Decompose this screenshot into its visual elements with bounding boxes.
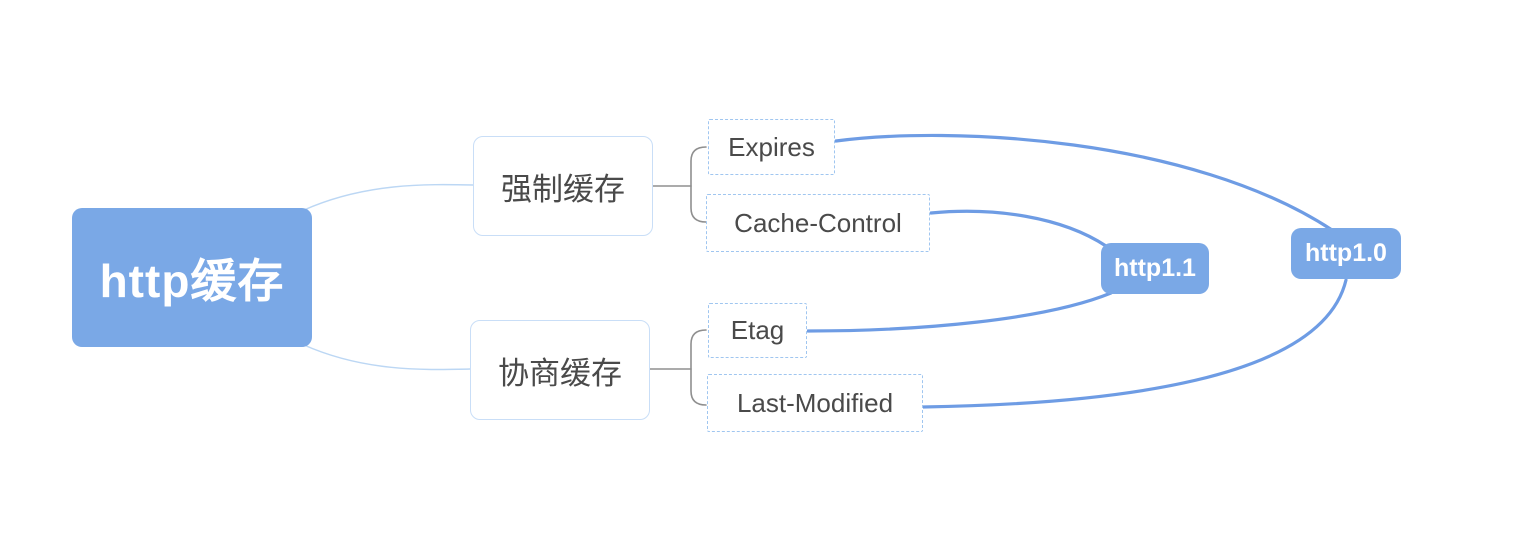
child-node-last-modified[interactable]: Last-Modified	[707, 374, 923, 432]
edge-root-to-forced-cache	[303, 183, 474, 211]
branch-node-label: 强制缓存	[501, 171, 625, 207]
root-node-label: http缓存	[99, 254, 285, 307]
edge-cache-control-to-http11	[929, 209, 1108, 248]
child-node-label: Cache-Control	[734, 207, 902, 238]
branch-node-forced-cache[interactable]: 强制缓存	[473, 136, 653, 236]
branch-node-negotiated-cache[interactable]: 协商缓存	[470, 320, 650, 420]
badge-label: http1.1	[1114, 254, 1196, 282]
edge-root-to-negotiated-cache	[303, 344, 471, 371]
child-node-cache-control[interactable]: Cache-Control	[706, 194, 930, 252]
branch-node-label: 协商缓存	[498, 355, 622, 391]
badge-node-http1-0[interactable]: http1.0	[1291, 228, 1401, 279]
child-node-label: Last-Modified	[736, 387, 894, 418]
badge-label: http1.0	[1305, 239, 1387, 267]
child-node-label: Expires	[728, 131, 815, 162]
edge-etag-to-http11	[806, 291, 1113, 333]
badge-node-http1-1[interactable]: http1.1	[1101, 243, 1209, 294]
connector-forced-cache-bracket	[690, 146, 707, 223]
child-node-expires[interactable]: Expires	[708, 119, 835, 175]
child-node-label: Etag	[730, 315, 785, 345]
root-node-http-cache[interactable]: http缓存	[72, 208, 312, 347]
edge-last-modified-to-http10	[921, 278, 1348, 409]
connector-negotiated-cache-bracket	[690, 329, 707, 406]
child-node-etag[interactable]: Etag	[708, 303, 807, 358]
